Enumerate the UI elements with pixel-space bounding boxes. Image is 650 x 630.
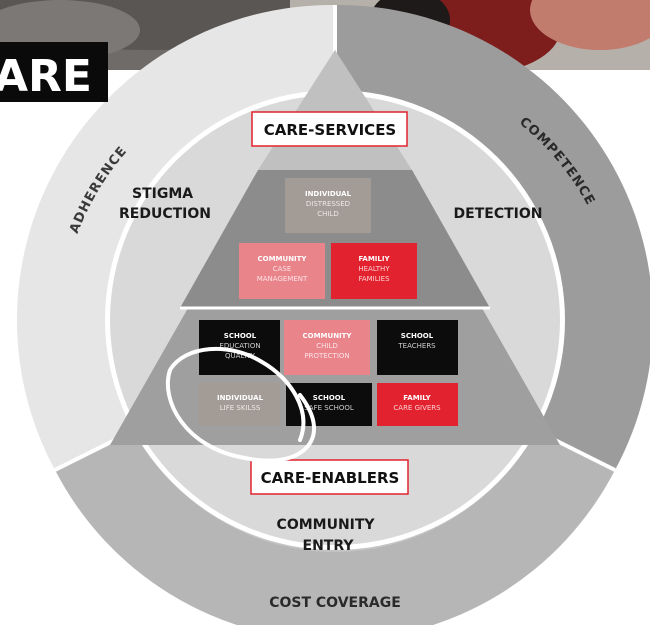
community-entry-label: COMMUNITY ENTRY <box>277 517 380 554</box>
svg-text:SCHOOL: SCHOOL <box>313 394 346 402</box>
svg-text:COMMUNITY: COMMUNITY <box>257 255 307 263</box>
svg-text:PROTECTION: PROTECTION <box>304 352 349 360</box>
box-individual-distressed-child: INDIVIDUAL DISTRESSED CHILD <box>285 178 371 233</box>
cost-coverage-label: COST COVERAGE <box>269 595 401 611</box>
svg-text:CHILD: CHILD <box>317 210 339 218</box>
box-community-child-protection: COMMUNITY CHILD PROTECTION <box>284 320 370 375</box>
detection-label: DETECTION <box>454 206 543 222</box>
box-community-case-management: COMMUNITY CASE MANAGEMENT <box>239 243 325 299</box>
box-school-teachers: SCHOOL TEACHERS <box>377 320 458 375</box>
svg-text:EDUCATION: EDUCATION <box>219 342 260 350</box>
svg-text:LIFE SKILSS: LIFE SKILSS <box>220 404 261 412</box>
svg-text:HEALTHY: HEALTHY <box>358 265 390 273</box>
svg-text:CARE-ENABLERS: CARE-ENABLERS <box>261 469 400 487</box>
svg-text:DISTRESSED: DISTRESSED <box>306 200 350 208</box>
box-family-care-givers: FAMILY CARE GIVERS <box>377 383 458 426</box>
highlight-circle <box>165 346 316 463</box>
box-family-healthy-families: FAMILIY HEALTHY FAMILIES <box>331 243 417 299</box>
svg-text:SCHOOL: SCHOOL <box>401 332 434 340</box>
svg-text:FAMILIES: FAMILIES <box>358 275 390 283</box>
svg-text:FAMILIY: FAMILIY <box>358 255 390 263</box>
title-banner: ARE <box>0 42 108 102</box>
svg-text:QUALITY: QUALITY <box>225 352 256 360</box>
svg-text:SAFE SCHOOL: SAFE SCHOOL <box>304 404 354 412</box>
svg-text:INDIVIDUAL: INDIVIDUAL <box>217 394 264 402</box>
title-text: ARE <box>0 51 92 102</box>
svg-text:MANAGEMENT: MANAGEMENT <box>257 275 308 283</box>
svg-text:FAMILY: FAMILY <box>403 394 431 402</box>
svg-text:CASE: CASE <box>273 265 292 273</box>
box-school-safe-school: SCHOOL SAFE SCHOOL <box>286 383 372 426</box>
care-services-label: CARE-SERVICES <box>251 111 408 147</box>
svg-text:CARE GIVERS: CARE GIVERS <box>393 404 441 412</box>
svg-text:TEACHERS: TEACHERS <box>397 342 436 350</box>
svg-text:COMMUNITY: COMMUNITY <box>302 332 352 340</box>
competence-segment <box>335 4 650 470</box>
svg-text:CHILD: CHILD <box>316 342 338 350</box>
svg-text:SCHOOL: SCHOOL <box>224 332 257 340</box>
adherence-segment <box>16 4 335 471</box>
care-enablers-label: CARE-ENABLERS <box>250 459 409 495</box>
cost-coverage-segment <box>55 430 615 630</box>
svg-text:INDIVIDUAL: INDIVIDUAL <box>305 190 352 198</box>
stigma-reduction-label: STIGMA REDUCTION <box>119 186 211 222</box>
svg-text:CARE-SERVICES: CARE-SERVICES <box>264 121 397 139</box>
box-individual-life-skills: INDIVIDUAL LIFE SKILSS <box>199 383 280 426</box>
